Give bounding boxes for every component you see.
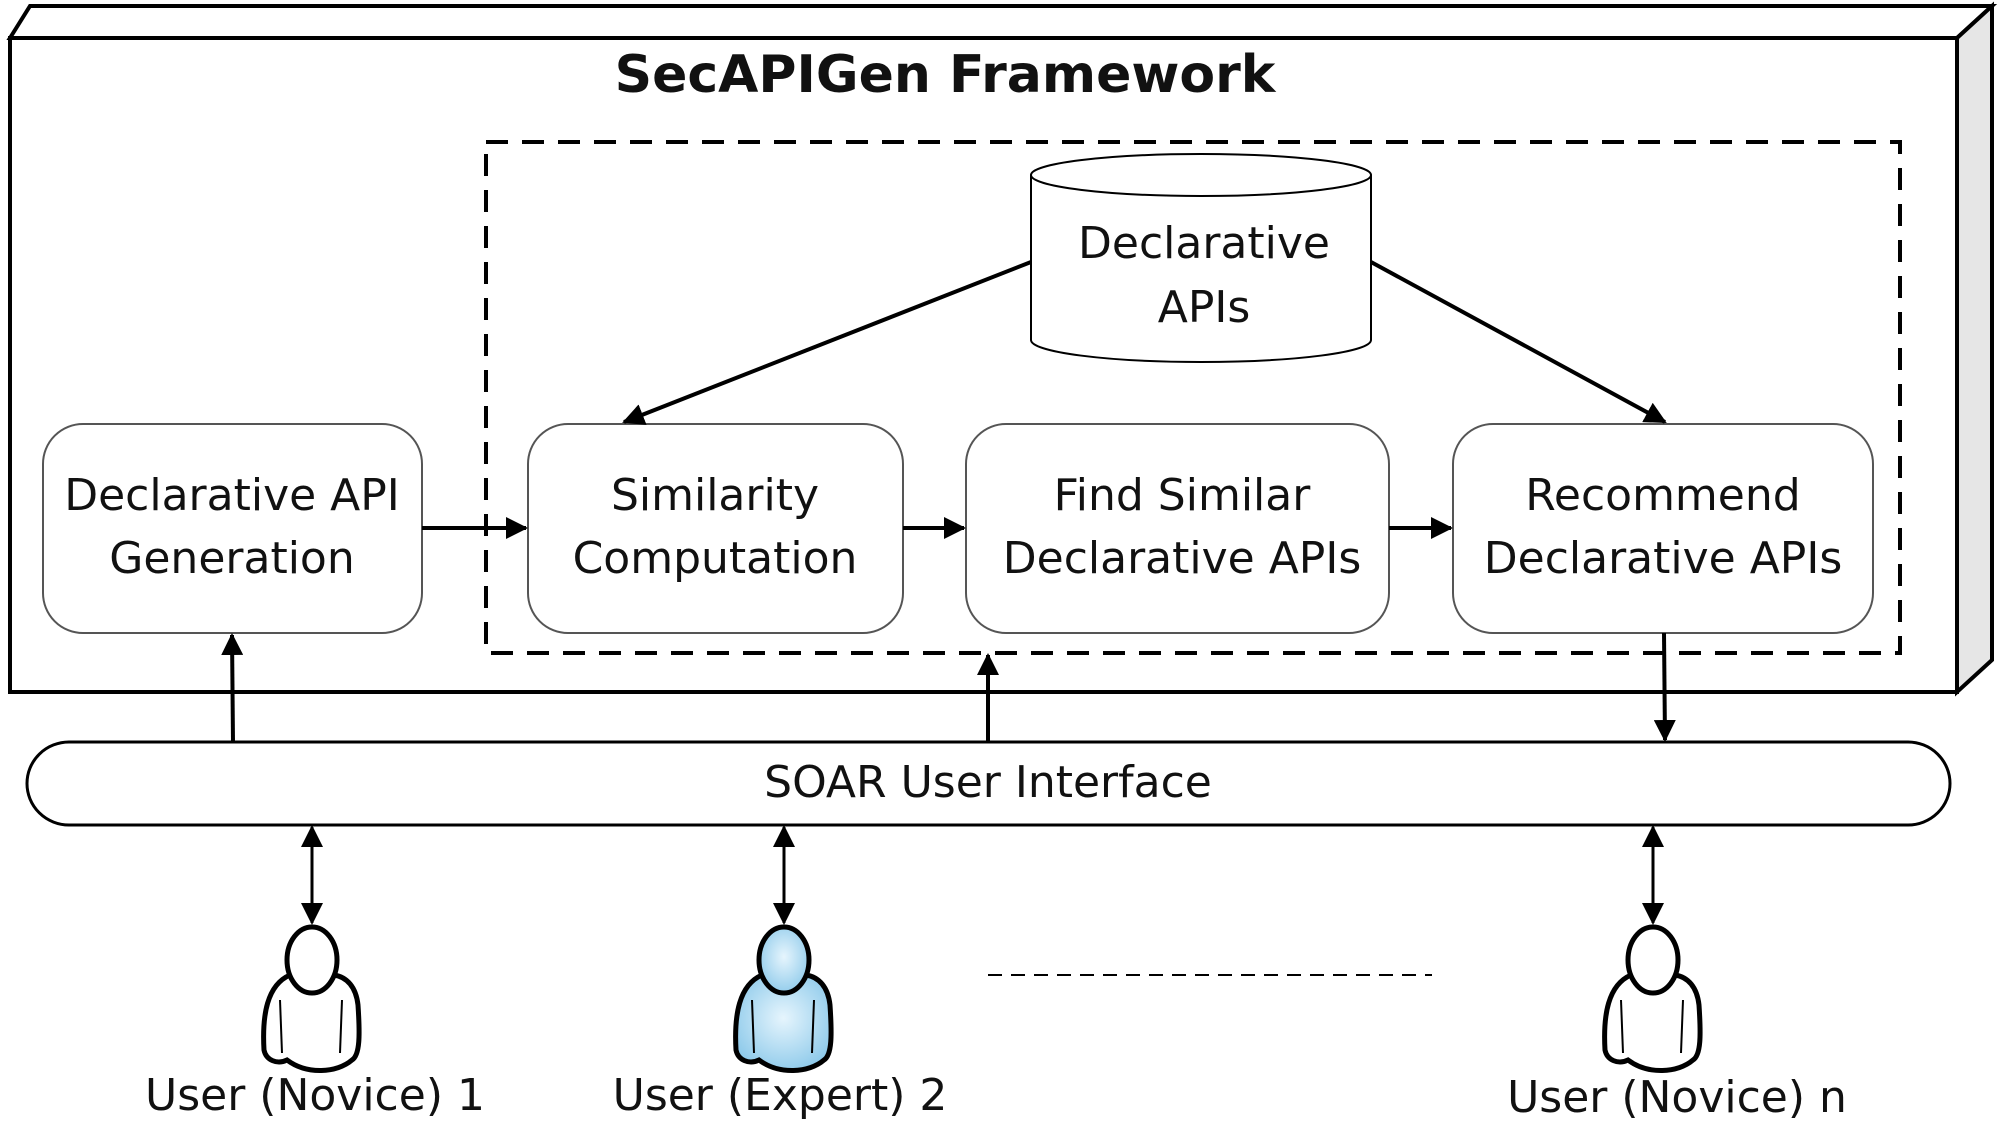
svg-text:Declarative APIs: Declarative APIs [1003, 533, 1362, 584]
step-find-similar: Find Similar Declarative APIs [965, 423, 1390, 634]
recommendation-group [484, 140, 1902, 655]
declarative-apis-database: Declarative APIs [1030, 153, 1372, 363]
user-label-2: User (Expert) 2 [613, 1070, 948, 1121]
user-label-n: User (Novice) n [1507, 1072, 1847, 1123]
svg-text:Declarative API: Declarative API [64, 470, 400, 521]
user-label-1: User (Novice) 1 [145, 1070, 485, 1121]
novice-user-icon [261, 924, 362, 1073]
database-label-line2: APIs [1158, 282, 1251, 333]
arrow-db-to-similarity [622, 260, 1032, 425]
step-recommend: Recommend Declarative APIs [1452, 423, 1874, 634]
svg-text:Declarative APIs: Declarative APIs [1484, 533, 1843, 584]
ui-label: SOAR User Interface [764, 757, 1212, 808]
step-declarative-api-generation: Declarative API Generation [42, 423, 423, 634]
svg-text:Generation: Generation [109, 533, 354, 584]
svg-text:Computation: Computation [573, 533, 858, 584]
arrow-recommend-to-ui [1653, 632, 1676, 742]
step-similarity-computation: Similarity Computation [527, 423, 904, 634]
arrow-ui-to-generation [221, 633, 244, 743]
framework-title: SecAPIGen Framework [615, 45, 1277, 105]
database-label-line1: Declarative [1078, 218, 1330, 269]
expert-user-icon [733, 924, 834, 1073]
arrow-db-to-recommend [1370, 260, 1667, 424]
soar-user-interface: SOAR User Interface [25, 740, 1952, 827]
novice-user-icon [1602, 924, 1703, 1073]
svg-text:Similarity: Similarity [611, 470, 819, 521]
svg-text:Find Similar: Find Similar [1054, 470, 1312, 521]
svg-text:Recommend: Recommend [1525, 470, 1800, 521]
